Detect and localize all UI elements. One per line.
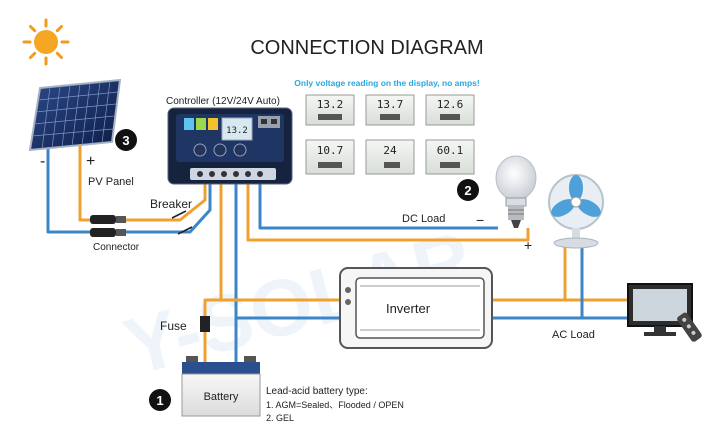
- lcd-panel-1: 13.2: [305, 94, 355, 126]
- battery-label: Battery: [204, 391, 239, 403]
- lcd-panel-3: 12.6: [425, 94, 475, 126]
- pv-panel-label: PV Panel: [88, 176, 134, 188]
- tv-icon: [627, 283, 693, 336]
- display-note: Only voltage reading on the display, no …: [294, 78, 480, 88]
- lcd-panel-4: 10.7: [305, 139, 355, 175]
- fan-icon: [548, 174, 604, 249]
- lcd-reading-1: 13.2: [317, 98, 344, 111]
- lcd-panel-2: 13.7: [365, 94, 415, 126]
- lcd-panel-5: 24: [365, 139, 415, 175]
- breaker-icon: [171, 210, 193, 235]
- step-2-badge: 2: [457, 179, 479, 201]
- lcd-panels: 13.2 13.7 12.6 10.7 24 60.1: [305, 94, 475, 175]
- step-1-badge: 1: [149, 389, 171, 411]
- pv-negative-wire: [46, 142, 212, 234]
- lcd-panel-6: 60.1: [425, 139, 475, 175]
- battery-type-heading: Lead-acid battery type:: [266, 386, 368, 397]
- inverter-label: Inverter: [386, 301, 431, 316]
- battery-type-line2: 2. GEL: [266, 413, 294, 423]
- dc-load-plus-symbol: +: [524, 237, 532, 253]
- battery-type-line1: 1. AGM=Sealed、Flooded / OPEN: [266, 400, 404, 410]
- breaker-label: Breaker: [150, 197, 192, 211]
- mc4-connector-icon: [90, 215, 126, 237]
- pv-plus-symbol: +: [86, 153, 95, 170]
- page-title: CONNECTION DIAGRAM: [250, 37, 483, 59]
- lcd-reading-5: 24: [383, 144, 397, 157]
- inverter: [339, 267, 493, 349]
- pv-panel: [28, 78, 122, 152]
- light-bulb-icon: [495, 155, 537, 228]
- sun-icon: [22, 18, 70, 66]
- lcd-reading-2: 13.7: [377, 98, 404, 111]
- lcd-reading-4: 10.7: [317, 144, 344, 157]
- pv-minus-symbol: -: [40, 153, 45, 170]
- dc-load-negative-wire: [258, 178, 498, 230]
- dc-load-label: DC Load: [402, 213, 445, 225]
- ac-load-label: AC Load: [552, 329, 595, 341]
- lcd-reading-3: 12.6: [437, 98, 464, 111]
- pv-positive-wire: [78, 142, 207, 222]
- step-1-number: 1: [156, 393, 163, 408]
- wiring: [46, 142, 635, 376]
- remote-control-icon: [677, 312, 702, 342]
- dc-load-minus-symbol: −: [476, 212, 484, 228]
- fuse-label: Fuse: [160, 319, 187, 333]
- step-3-badge: 3: [115, 129, 137, 151]
- controller-label: Controller (12V/24V Auto): [166, 96, 280, 107]
- controller-screen-reading: 13.2: [226, 126, 248, 136]
- lcd-reading-6: 60.1: [437, 144, 464, 157]
- fuse-icon: [200, 316, 210, 332]
- dc-load-positive-wire: [246, 178, 530, 242]
- battery: [181, 356, 261, 417]
- step-2-number: 2: [464, 183, 471, 198]
- connector-label: Connector: [93, 242, 140, 253]
- charge-controller: 13.2: [167, 107, 293, 185]
- step-3-number: 3: [122, 133, 129, 148]
